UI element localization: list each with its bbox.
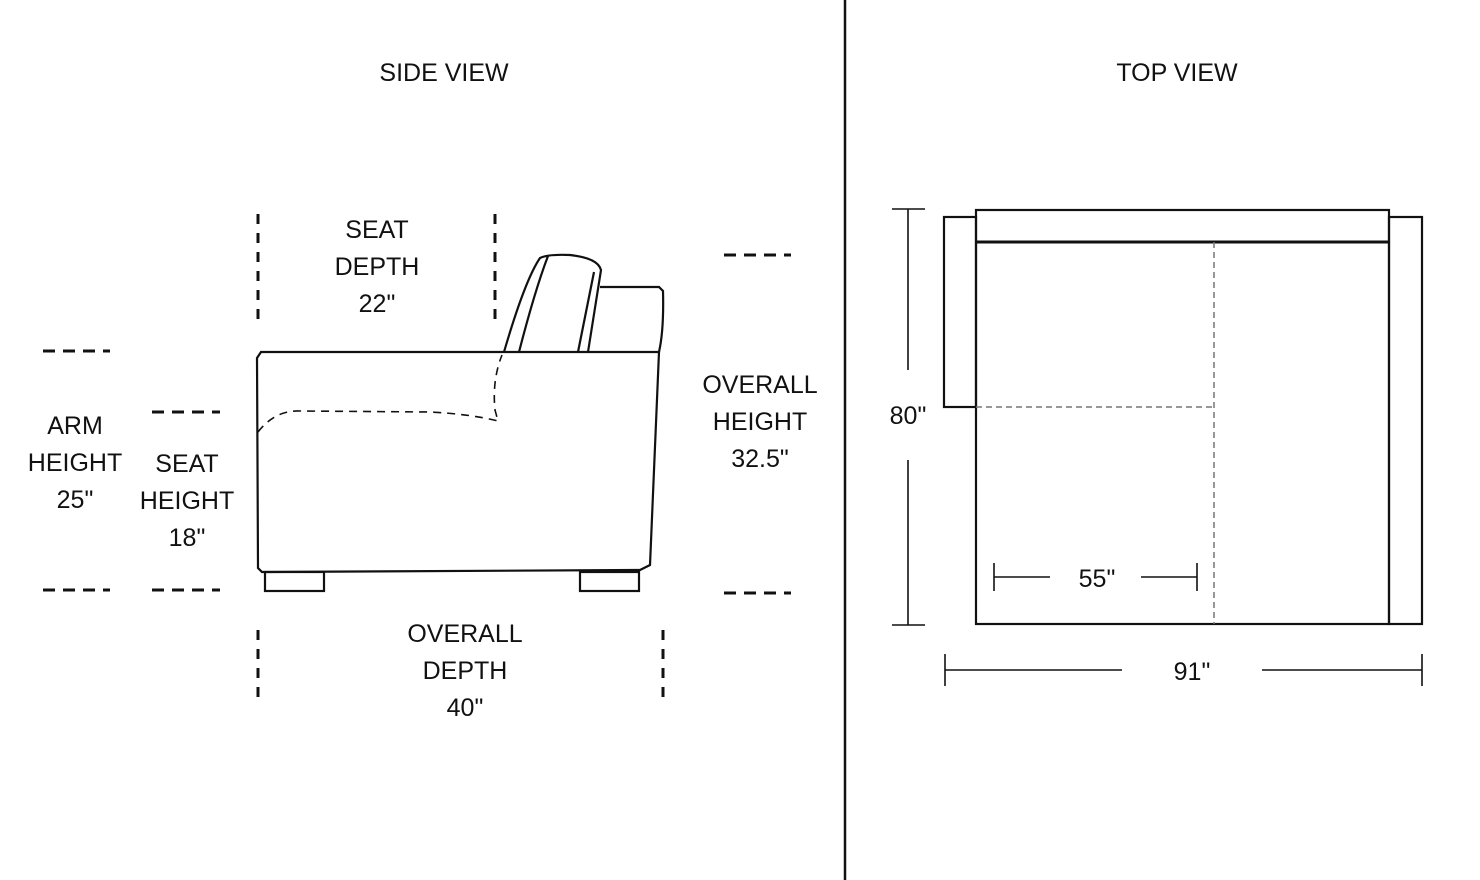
svg-text:DEPTH: DEPTH	[335, 253, 420, 281]
svg-text:25": 25"	[57, 486, 94, 514]
overall-height-label: OVERALL HEIGHT 32.5"	[702, 371, 817, 473]
svg-text:SEAT: SEAT	[345, 216, 408, 244]
svg-text:HEIGHT: HEIGHT	[140, 487, 234, 515]
depth-value: 80"	[890, 402, 927, 430]
width-dimension: 91"	[944, 654, 1423, 686]
depth-dimension: 80"	[890, 208, 927, 626]
chaise-width-dimension: 55"	[993, 563, 1198, 593]
svg-text:SEAT: SEAT	[155, 450, 218, 478]
overall-depth-label: OVERALL DEPTH 40"	[407, 620, 522, 722]
sofa-top-drawing	[942, 208, 1424, 626]
svg-text:40": 40"	[447, 694, 484, 722]
width-value: 91"	[1174, 658, 1211, 686]
side-view: SIDE VIEW SEAT DEPTH 22" ARM HEIGHT 25"	[28, 59, 818, 722]
arm-height-label: ARM HEIGHT 25"	[28, 412, 122, 514]
seat-height-label: SEAT HEIGHT 18"	[140, 450, 234, 552]
top-view: TOP VIEW 80" 91"	[890, 59, 1424, 686]
svg-text:OVERALL: OVERALL	[702, 371, 817, 399]
chaise-width-value: 55"	[1079, 565, 1116, 593]
svg-text:OVERALL: OVERALL	[407, 620, 522, 648]
top-view-title: TOP VIEW	[1116, 59, 1238, 87]
svg-text:ARM: ARM	[47, 412, 103, 440]
svg-text:HEIGHT: HEIGHT	[713, 408, 807, 436]
svg-text:18": 18"	[169, 524, 206, 552]
svg-text:22": 22"	[359, 290, 396, 318]
sofa-side-drawing	[255, 253, 665, 593]
side-view-title: SIDE VIEW	[379, 59, 509, 87]
svg-text:HEIGHT: HEIGHT	[28, 449, 122, 477]
seat-depth-label: SEAT DEPTH 22"	[335, 216, 420, 318]
svg-text:DEPTH: DEPTH	[423, 657, 508, 685]
svg-text:32.5": 32.5"	[731, 445, 789, 473]
